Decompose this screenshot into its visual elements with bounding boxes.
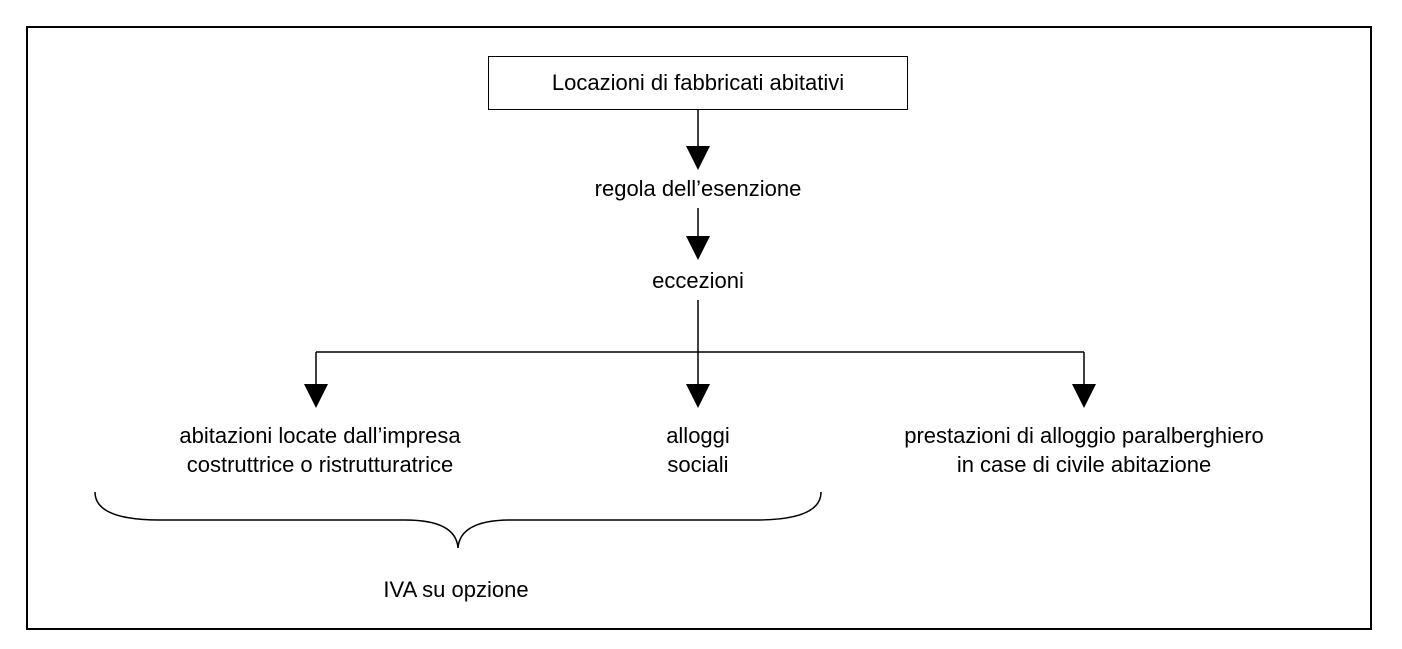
arrow-branch-middle-head (686, 384, 710, 408)
branch-middle-line1: alloggi (666, 423, 730, 448)
rule-node-label: regola dell’esenzione (594, 176, 802, 201)
group-brace (94, 491, 822, 549)
exceptions-node-label: eccezioni (652, 268, 744, 293)
root-node: Locazioni di fabbricati abitativi (488, 56, 908, 110)
group-label: IVA su opzione (383, 577, 529, 602)
branch-right-line2: in case di civile abitazione (956, 452, 1212, 477)
arrow-branch-right-head (1072, 384, 1096, 408)
branch-left-label: abitazioni locate dall’impresa costruttr… (120, 421, 520, 479)
arrow-rule-to-exceptions-head (686, 236, 710, 260)
diagram-frame (26, 26, 1372, 630)
branch-right-label: prestazioni di alloggio paralberghiero i… (834, 421, 1334, 479)
root-node-label: Locazioni di fabbricati abitativi (551, 70, 845, 95)
branch-left-line2: costruttrice o ristrutturatrice (186, 452, 454, 477)
arrow-branch-left-head (304, 384, 328, 408)
branch-middle-line2: sociali (667, 452, 729, 477)
branch-left-line1: abitazioni locate dall’impresa (179, 423, 461, 448)
branch-middle-label: alloggi sociali (598, 421, 798, 479)
arrow-root-to-rule-head (686, 146, 710, 170)
branch-right-line1: prestazioni di alloggio paralberghiero (904, 423, 1264, 448)
